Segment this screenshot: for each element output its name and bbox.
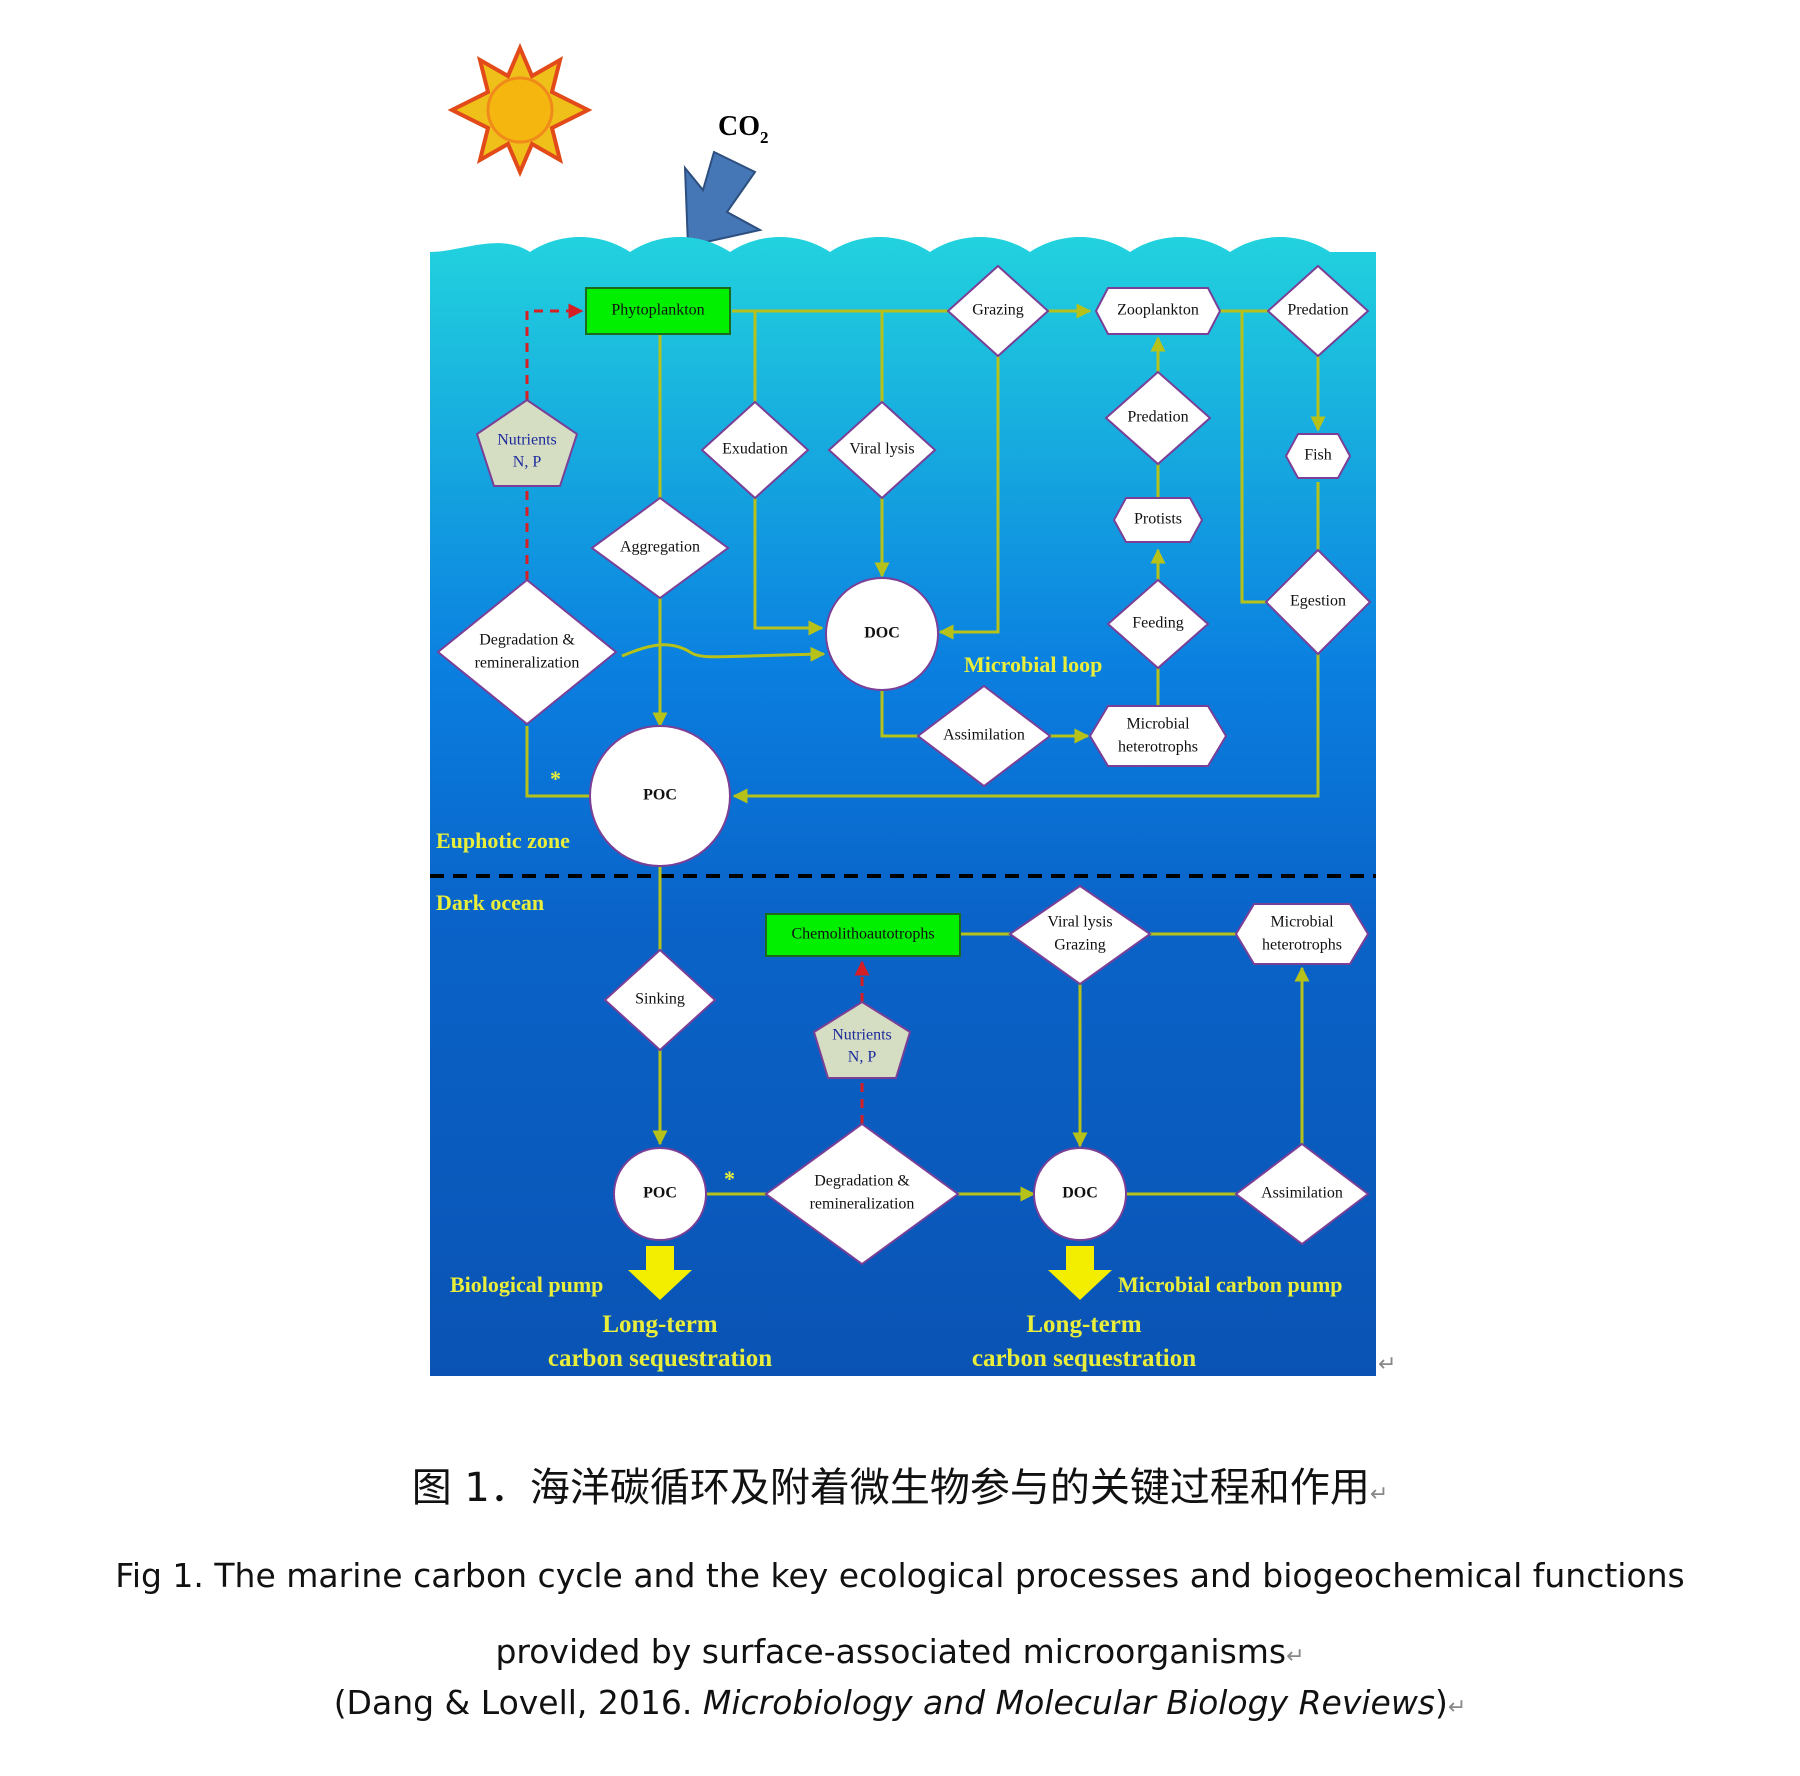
- sun-icon: [447, 42, 593, 178]
- node-phytoplankton: Phytoplankton: [585, 287, 731, 335]
- dark-ocean-label: Dark ocean: [436, 890, 544, 915]
- svg-text:Viral lysis: Viral lysis: [849, 441, 914, 458]
- svg-text:heterotrophs: heterotrophs: [1118, 739, 1198, 756]
- svg-text:Microbial: Microbial: [1126, 716, 1190, 733]
- co2-arrow-icon: [683, 150, 763, 248]
- long-term-right-line1: Long-term: [1026, 1311, 1141, 1338]
- node-viral-lysis-grazing: Viral lysis Grazing: [1008, 884, 1152, 986]
- node-sinking: Sinking: [603, 948, 717, 1052]
- node-doc-bottom: DOC: [1033, 1147, 1127, 1241]
- svg-text:remineralization: remineralization: [810, 1196, 915, 1213]
- microbial-pump-arrow-icon: [1048, 1246, 1112, 1300]
- svg-text:Grazing: Grazing: [1054, 937, 1106, 954]
- caption-english: Fig 1. The marine carbon cycle and the k…: [0, 1538, 1800, 1695]
- biological-pump-arrow-icon: [628, 1246, 692, 1300]
- node-microbial-heterotrophs-top: Microbial heterotrophs: [1088, 705, 1228, 767]
- node-predation-top: Predation: [1266, 264, 1370, 358]
- node-degradation-bottom: Degradation & remineralization: [764, 1122, 960, 1266]
- svg-text:POC: POC: [643, 1185, 677, 1202]
- node-exudation: Exudation: [700, 400, 810, 500]
- svg-text:remineralization: remineralization: [475, 655, 580, 672]
- node-assimilation-top: Assimilation: [916, 684, 1052, 788]
- node-protists: Protists: [1112, 497, 1204, 543]
- co2-label: CO2: [718, 111, 769, 147]
- caption-english-line2: provided by surface-associated microorga…: [495, 1632, 1305, 1671]
- svg-text:Chemolithoautotrophs: Chemolithoautotrophs: [791, 926, 934, 943]
- marine-carbon-cycle-diagram: CO2: [430, 42, 1376, 1376]
- caption-chinese: 图 1．海洋碳循环及附着微生物参与的关键过程和作用↵: [411, 1465, 1389, 1511]
- svg-text:Sinking: Sinking: [635, 991, 685, 1008]
- long-term-left-line2: carbon sequestration: [548, 1345, 772, 1372]
- microbial-loop-label: Microbial loop: [964, 652, 1102, 677]
- node-assimilation-bottom: Assimilation: [1234, 1142, 1370, 1246]
- svg-text:Grazing: Grazing: [972, 302, 1024, 319]
- svg-text:Assimilation: Assimilation: [1261, 1185, 1343, 1202]
- paragraph-mark: ↵: [1378, 1352, 1397, 1377]
- node-fish: Fish: [1284, 433, 1352, 479]
- microbial-carbon-pump-label: Microbial carbon pump: [1118, 1272, 1343, 1297]
- biological-pump-label: Biological pump: [450, 1272, 603, 1297]
- svg-text:Feeding: Feeding: [1132, 615, 1184, 632]
- node-grazing: Grazing: [946, 264, 1050, 358]
- node-zooplankton: Zooplankton: [1094, 287, 1222, 335]
- svg-text:Assimilation: Assimilation: [943, 727, 1025, 744]
- svg-text:POC: POC: [643, 787, 677, 804]
- svg-text:Degradation &: Degradation &: [814, 1173, 910, 1190]
- node-doc-top: DOC: [825, 577, 939, 691]
- svg-text:Nutrients: Nutrients: [832, 1027, 892, 1044]
- node-predation-mid: Predation: [1104, 370, 1212, 466]
- long-term-right-line2: carbon sequestration: [972, 1345, 1196, 1372]
- svg-text:Exudation: Exudation: [722, 441, 788, 458]
- svg-text:Egestion: Egestion: [1290, 593, 1346, 610]
- svg-text:Fish: Fish: [1304, 447, 1332, 464]
- node-poc-bottom: POC: [613, 1147, 707, 1241]
- svg-text:heterotrophs: heterotrophs: [1262, 937, 1342, 954]
- euphotic-zone-label: Euphotic zone: [436, 828, 570, 853]
- lower-zone-flows: [652, 866, 1310, 1202]
- svg-text:Viral lysis: Viral lysis: [1047, 914, 1112, 931]
- node-nutrients-bottom: Nutrients N, P: [812, 1000, 912, 1079]
- node-viral-lysis-top: Viral lysis: [827, 400, 937, 500]
- asterisk-top: *: [550, 766, 561, 791]
- svg-text:Predation: Predation: [1127, 409, 1188, 426]
- node-aggregation: Aggregation: [590, 496, 730, 600]
- caption-english-line1: Fig 1. The marine carbon cycle and the k…: [115, 1556, 1685, 1595]
- svg-text:DOC: DOC: [864, 625, 900, 642]
- node-chemolithoautotrophs: Chemolithoautotrophs: [765, 913, 961, 957]
- node-egestion: Egestion: [1264, 548, 1372, 656]
- long-term-left-line1: Long-term: [602, 1311, 717, 1338]
- svg-text:Nutrients: Nutrients: [497, 432, 557, 449]
- svg-text:N, P: N, P: [513, 454, 542, 471]
- svg-text:Phytoplankton: Phytoplankton: [611, 302, 704, 319]
- node-poc-top: POC: [589, 725, 731, 867]
- svg-text:DOC: DOC: [1062, 1185, 1098, 1202]
- svg-text:Protists: Protists: [1134, 511, 1182, 528]
- upper-zone-flows: [525, 303, 1326, 804]
- svg-text:Microbial: Microbial: [1270, 914, 1334, 931]
- asterisk-bottom: *: [724, 1166, 735, 1191]
- svg-text:Zooplankton: Zooplankton: [1117, 302, 1199, 319]
- caption-reference: (Dang & Lovell, 2016. Microbiology and M…: [333, 1683, 1467, 1722]
- node-microbial-heterotrophs-bottom: Microbial heterotrophs: [1234, 903, 1370, 965]
- svg-text:Aggregation: Aggregation: [620, 539, 700, 556]
- svg-text:Degradation &: Degradation &: [479, 632, 575, 649]
- node-nutrients-top: Nutrients N, P: [475, 398, 579, 487]
- svg-text:Predation: Predation: [1287, 302, 1348, 319]
- paragraph-mark: ↵: [1369, 1482, 1389, 1507]
- node-degradation-top: Degradation & remineralization: [436, 578, 618, 726]
- node-feeding: Feeding: [1106, 578, 1210, 670]
- svg-text:N, P: N, P: [848, 1049, 877, 1066]
